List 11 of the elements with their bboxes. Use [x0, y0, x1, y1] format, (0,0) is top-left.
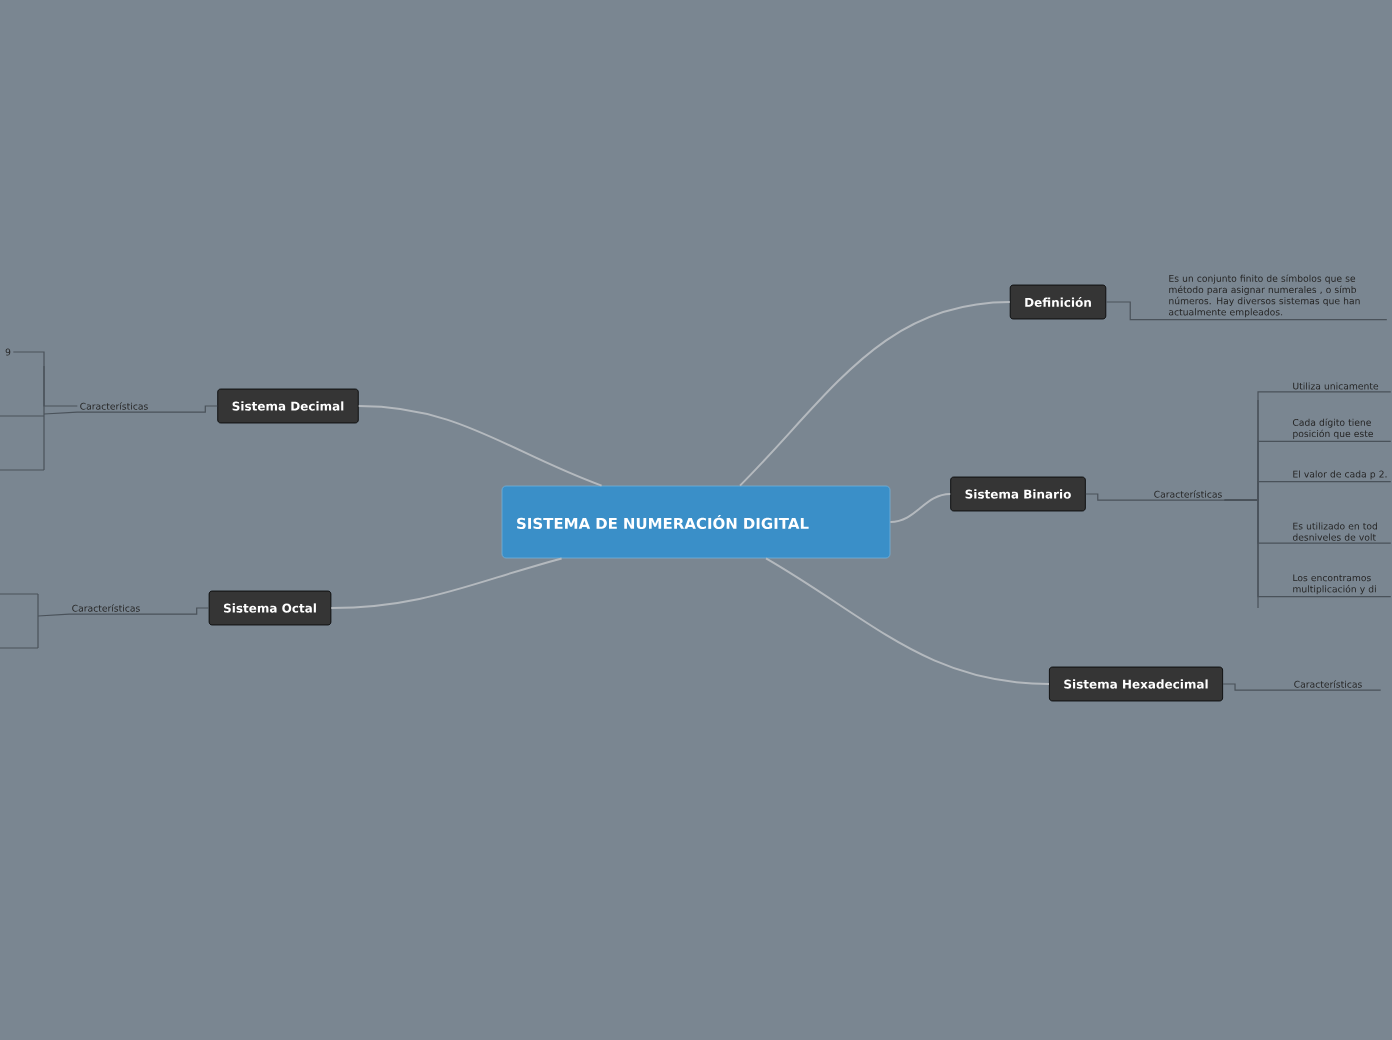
connector-line: [1222, 683, 1382, 691]
connector-line: [43, 405, 218, 415]
connector-line: [889, 493, 952, 523]
connector-line: [37, 607, 210, 617]
connector-line: [330, 557, 563, 609]
connector-line: [1224, 499, 1392, 598]
connector-line: [739, 301, 1011, 487]
connector-line: [1105, 301, 1388, 321]
connector-line: [357, 405, 603, 487]
connector-line: [12, 351, 78, 407]
connector-line: [765, 557, 1050, 685]
